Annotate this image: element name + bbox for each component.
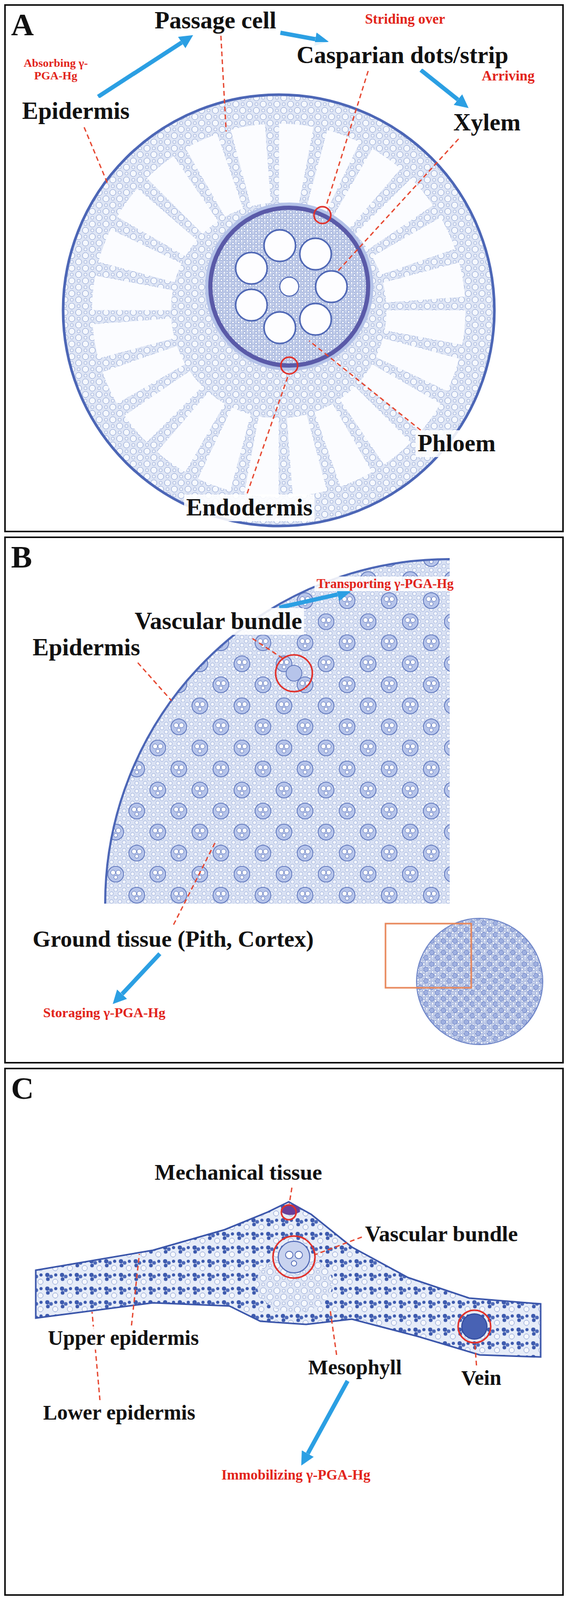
process-label: Transporting γ-PGA-Hg — [314, 576, 456, 592]
label-text: Vascular bundle — [134, 607, 302, 635]
panel-letter: C — [11, 1072, 34, 1104]
part-label: Upper epidermis — [45, 1326, 201, 1350]
inset-section — [416, 918, 543, 1045]
part-label: Mechanical tissue — [152, 1160, 324, 1185]
leader-line — [336, 138, 459, 273]
inset-section — [416, 918, 543, 1045]
vessel — [295, 1251, 303, 1259]
flow-arrow — [420, 69, 459, 100]
flow-arrow — [280, 32, 316, 39]
xylem-vessel — [264, 229, 296, 262]
leader-line — [220, 35, 227, 132]
vascular-bundle-symbol — [286, 665, 302, 682]
vessel — [291, 1260, 297, 1266]
label-text: Epidermis — [22, 97, 130, 125]
structure-label: Casparian dots/strip — [294, 42, 511, 69]
midrib-parenchyma — [256, 1254, 333, 1313]
stem-section — [105, 559, 543, 1045]
label-text: Mesophyll — [308, 1355, 402, 1379]
flow-arrow — [279, 594, 338, 608]
leaf-blade — [35, 1201, 541, 1357]
flow-arrow — [122, 953, 160, 994]
structure-label: Vascular bundle — [132, 607, 304, 635]
leader-line — [309, 340, 421, 431]
highlight-circle — [280, 357, 298, 374]
part-label: Phloem — [415, 430, 498, 458]
leader-line — [330, 1310, 337, 1355]
xylem-vessel — [299, 303, 332, 336]
xylem-vessel — [299, 238, 332, 270]
highlight-circle — [275, 654, 313, 692]
vessel — [285, 1251, 293, 1259]
leader-lines — [84, 35, 477, 1401]
part-label: Lower epidermis — [41, 1401, 198, 1425]
edge-label: Arriving — [479, 68, 537, 85]
part-label: Vascular bundle — [362, 1221, 521, 1246]
process-label: Storaging γ-PGA-Hg — [41, 1005, 168, 1021]
leader-line — [92, 1311, 100, 1401]
aerenchyma — [131, 163, 426, 458]
vein-symbol — [461, 1313, 488, 1340]
structure-label: Xylem — [451, 109, 523, 137]
xylem-vessel — [279, 277, 299, 297]
panel-letter: A — [11, 8, 34, 41]
xylem-vessel — [315, 270, 348, 303]
ground-tissue — [105, 559, 450, 904]
flow-arrow — [307, 1381, 348, 1454]
highlight-circle — [458, 1310, 491, 1343]
highlight-circle — [272, 1235, 316, 1278]
endodermis-ring — [210, 207, 369, 366]
label-text: Casparian dots/strip — [296, 42, 509, 69]
label-text: Passage cell — [154, 7, 277, 35]
part-label: Endodermis — [184, 494, 315, 522]
edge-label: Striding over — [362, 11, 448, 28]
label-text: Transporting γ-PGA-Hg — [316, 576, 454, 592]
structure-label: Epidermis — [19, 97, 132, 125]
stem-epidermis — [105, 559, 450, 904]
leader-line — [131, 1253, 140, 1326]
highlight-circle — [281, 1204, 297, 1220]
leader-line — [474, 1344, 477, 1366]
leader-line — [137, 662, 172, 701]
leaf-section — [35, 1201, 541, 1357]
root-section — [63, 94, 495, 526]
part-label: Epidermis — [30, 634, 142, 662]
panel-letter: B — [11, 541, 33, 573]
leader-line — [289, 1187, 292, 1204]
structure-label: Passage cell — [152, 7, 279, 35]
edge-label: Absorbing γ-PGA-Hg — [18, 56, 93, 83]
leader-line — [84, 127, 108, 185]
figure-panel: B Vascular bundle Transporting γ-PGA-HgGro… — [4, 536, 564, 1064]
label-text: Ground tissue (Pith, Cortex) — [32, 926, 314, 952]
label-text: Xylem — [453, 109, 521, 137]
structure-label: Mesophyll — [306, 1355, 404, 1379]
leader-line — [252, 638, 283, 659]
part-label: Vein — [459, 1366, 504, 1390]
vascular-bundles — [105, 559, 450, 904]
xylem-vessel — [235, 252, 268, 284]
xylem-vessel — [264, 311, 296, 344]
xylem-vessel — [235, 289, 268, 321]
process-label: Immobilizing γ-PGA-Hg — [219, 1467, 373, 1484]
leader-line — [326, 71, 369, 207]
leader-line — [247, 375, 289, 494]
label-text: Storaging γ-PGA-Hg — [43, 1005, 166, 1021]
flow-arrow — [98, 42, 182, 97]
structure-label: Ground tissue (Pith, Cortex) — [30, 926, 317, 952]
leader-line — [173, 841, 216, 925]
leader-line — [315, 1236, 362, 1255]
root-epidermis — [63, 94, 495, 526]
inset-frame — [385, 923, 472, 988]
label-text: Immobilizing γ-PGA-Hg — [221, 1467, 371, 1484]
pericycle — [205, 202, 374, 371]
highlight-circle — [313, 206, 331, 224]
vascular-bundle-symbol — [278, 1241, 310, 1273]
